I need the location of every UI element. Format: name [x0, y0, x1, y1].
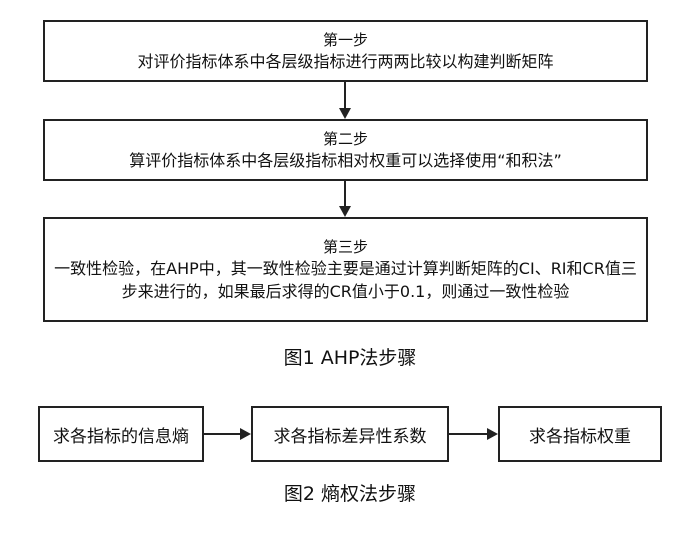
step3-box: 第三步 一致性检验，在AHP中，其一致性检验主要是通过计算判断矩阵的CI、RI和…: [43, 217, 648, 322]
flow-step2-label: 求各指标差异性系数: [273, 426, 427, 447]
flow-step1-box: 求各指标的信息熵: [38, 406, 204, 462]
step2-box: 第二步 算评价指标体系中各层级指标相对权重可以选择使用“和积法”: [43, 119, 648, 181]
step1-body: 对评价指标体系中各层级指标进行两两比较以构建判断矩阵: [137, 51, 554, 71]
arrowhead-step2-to-step3: [339, 206, 351, 217]
step1-box: 第一步 对评价指标体系中各层级指标进行两两比较以构建判断矩阵: [43, 20, 648, 82]
figure2-caption: 图2 熵权法步骤: [283, 483, 417, 505]
flow-step1-label: 求各指标的信息熵: [53, 426, 189, 447]
flow-step3-box: 求各指标权重: [498, 406, 662, 462]
step1-title: 第一步: [322, 30, 368, 49]
step3-body: 一致性检验，在AHP中，其一致性检验主要是通过计算判断矩阵的CI、RI和CR值三…: [54, 258, 637, 301]
flow-step3-label: 求各指标权重: [529, 426, 631, 447]
arrowhead-flow1-to-flow2: [240, 428, 251, 440]
flow-step2-box: 求各指标差异性系数: [251, 406, 449, 462]
step3-title: 第三步: [322, 237, 368, 256]
step2-body: 算评价指标体系中各层级指标相对权重可以选择使用“和积法”: [129, 150, 562, 170]
arrowhead-step1-to-step2: [339, 108, 351, 119]
step2-title: 第二步: [322, 129, 368, 148]
figure1-caption: 图1 AHP法步骤: [283, 347, 417, 369]
arrowhead-flow2-to-flow3: [487, 428, 498, 440]
